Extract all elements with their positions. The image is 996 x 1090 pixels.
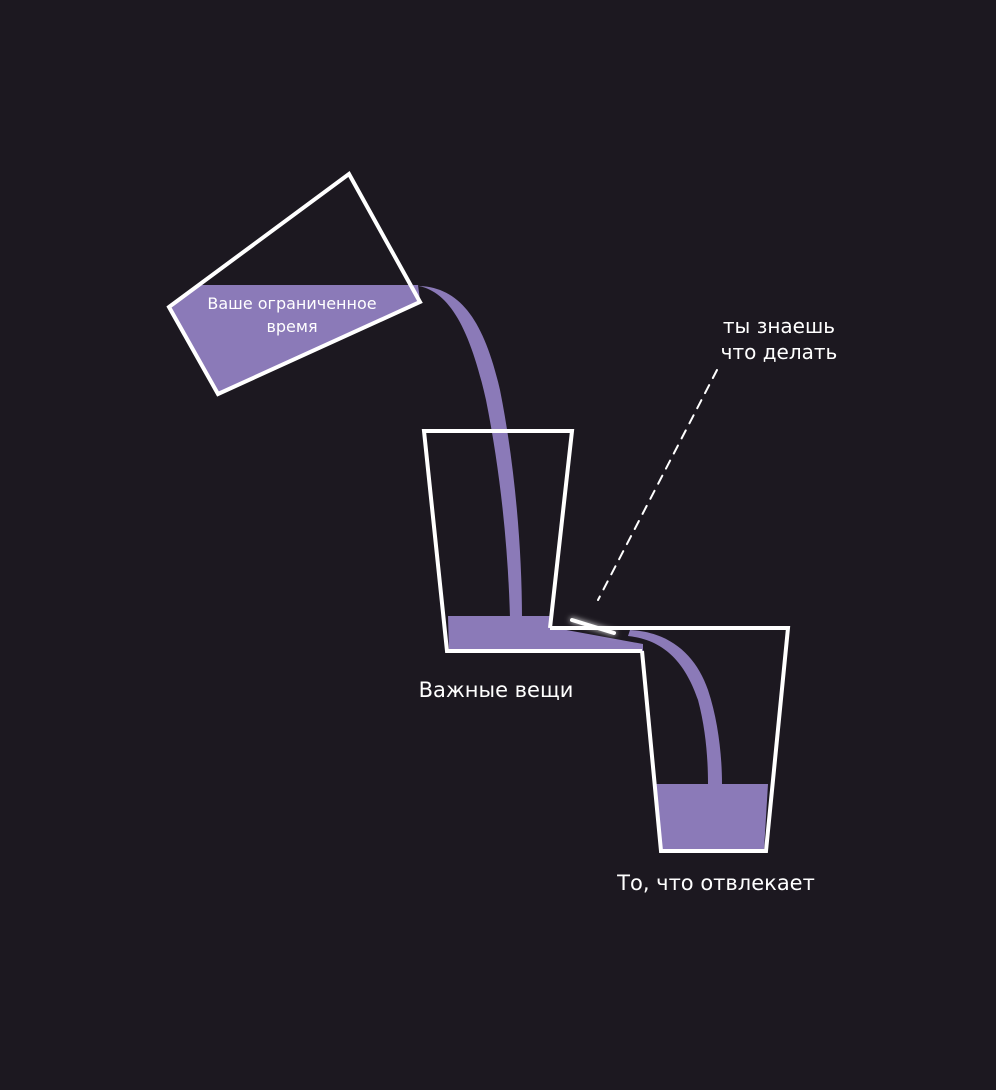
distraction-cup-outline (550, 626, 791, 853)
distraction-cup-label: То, что отвлекает (616, 871, 815, 895)
callout-dashed-line (597, 369, 718, 601)
important-cup-liquid (448, 616, 643, 652)
pitcher-label-line1: Ваше ограниченное (207, 294, 376, 313)
important-cup-outline (421, 429, 642, 653)
pitcher-liquid (171, 285, 420, 393)
pitcher-outline (166, 171, 423, 397)
pitcher: Ваше ограниченное время (166, 171, 423, 397)
distraction-cup-liquid (656, 784, 768, 850)
barrier-stick (570, 618, 616, 635)
callout-line1: ты знаешь (723, 314, 835, 338)
callout-line2: что делать (721, 340, 838, 364)
pitcher-label-line2: время (266, 317, 317, 336)
overflow-stream (628, 630, 722, 784)
important-cup: Важные вещи (419, 429, 643, 702)
important-cup-label: Важные вещи (419, 678, 574, 702)
pour-stream-main (410, 285, 522, 618)
distraction-cup: То, что отвлекает (550, 626, 815, 895)
